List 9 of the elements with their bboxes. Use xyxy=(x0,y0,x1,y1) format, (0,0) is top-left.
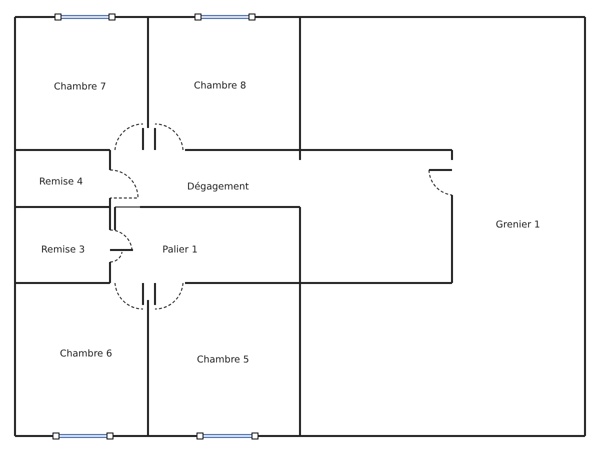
room-label: Dégagement xyxy=(187,182,249,192)
room-label: Chambre 8 xyxy=(194,80,246,92)
room-label: Grenier 1 xyxy=(496,220,540,230)
room-label: Chambre 6 xyxy=(60,348,112,360)
room-label: Remise 4 xyxy=(39,176,83,188)
room-label: Remise 3 xyxy=(41,244,85,256)
room-label: Palier 1 xyxy=(162,244,198,256)
room-label: Chambre 5 xyxy=(196,354,250,366)
room-label: Chambre 7 xyxy=(54,82,106,92)
